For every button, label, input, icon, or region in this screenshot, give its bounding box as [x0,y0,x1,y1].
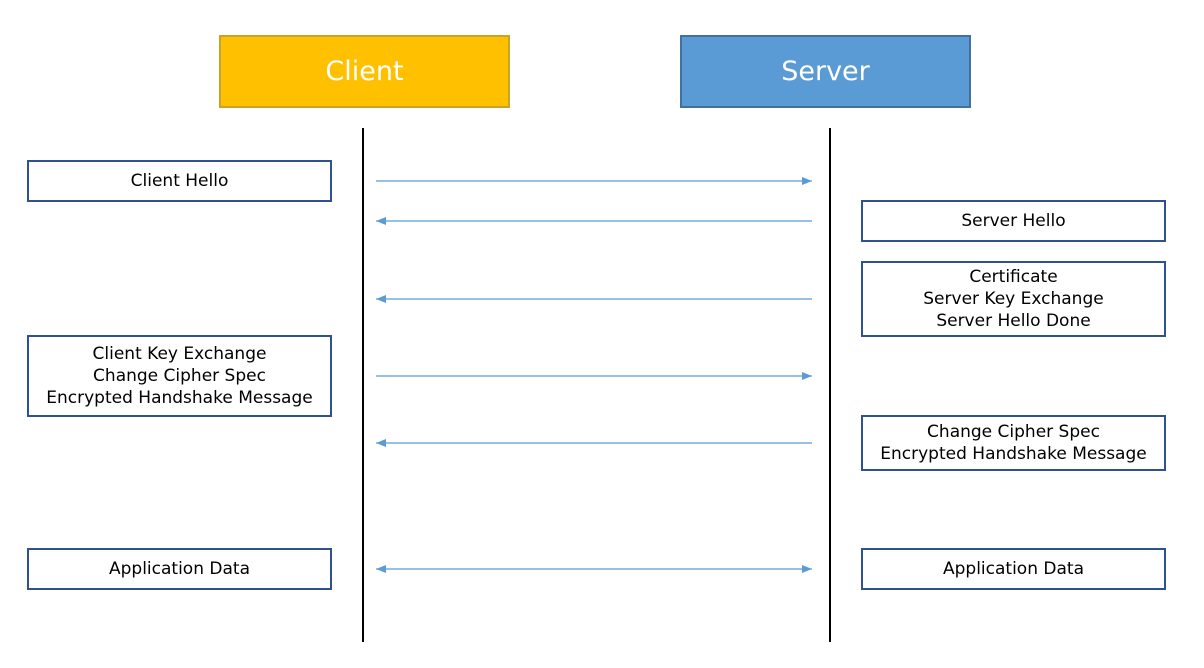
arrow-certificate [376,295,812,303]
server-hello-box: Server Hello [861,200,1166,242]
client-change-cipher-spec-label: Change Cipher Spec [93,366,266,386]
server-certificate-box: Certificate Server Key Exchange Server H… [861,261,1166,337]
arrow-client-hello [376,177,812,185]
client-actor-label: Client [325,56,404,87]
client-lifeline [362,128,364,642]
server-change-cipher-spec-box: Change Cipher Spec Encrypted Handshake M… [861,415,1166,471]
server-actor-label: Server [781,56,870,87]
arrow-application-data [376,565,812,573]
arrow-server-hello [376,217,812,225]
client-hello-label: Client Hello [130,171,229,191]
server-lifeline [829,128,831,642]
server-application-data-box: Application Data [861,548,1166,590]
arrow-head [376,295,386,303]
client-application-data-label: Application Data [109,559,250,579]
client-application-data-box: Application Data [27,548,332,590]
server-key-exchange-label: Server Key Exchange [923,289,1104,309]
server-hello-done-label: Server Hello Done [936,311,1091,331]
arrow-head [802,372,812,380]
arrow-head [376,565,386,573]
client-encrypted-handshake-label: Encrypted Handshake Message [46,388,313,408]
server-application-data-label: Application Data [943,559,1084,579]
arrow-server-change-cipher-spec [376,439,812,447]
arrow-head [376,217,386,225]
arrow-head [802,565,812,573]
arrow-head [802,177,812,185]
client-hello-box: Client Hello [27,160,332,202]
server-encrypted-handshake-label: Encrypted Handshake Message [880,444,1147,464]
client-actor: Client [219,35,510,108]
server-change-cipher-spec-label: Change Cipher Spec [927,422,1100,442]
server-hello-label: Server Hello [961,211,1066,231]
arrow-head [376,439,386,447]
server-certificate-label: Certificate [969,267,1058,287]
client-key-exchange-label: Client Key Exchange [92,344,267,364]
arrow-client-key-exchange [376,372,812,380]
client-key-exchange-box: Client Key Exchange Change Cipher Spec E… [27,335,332,417]
server-actor: Server [680,35,971,108]
